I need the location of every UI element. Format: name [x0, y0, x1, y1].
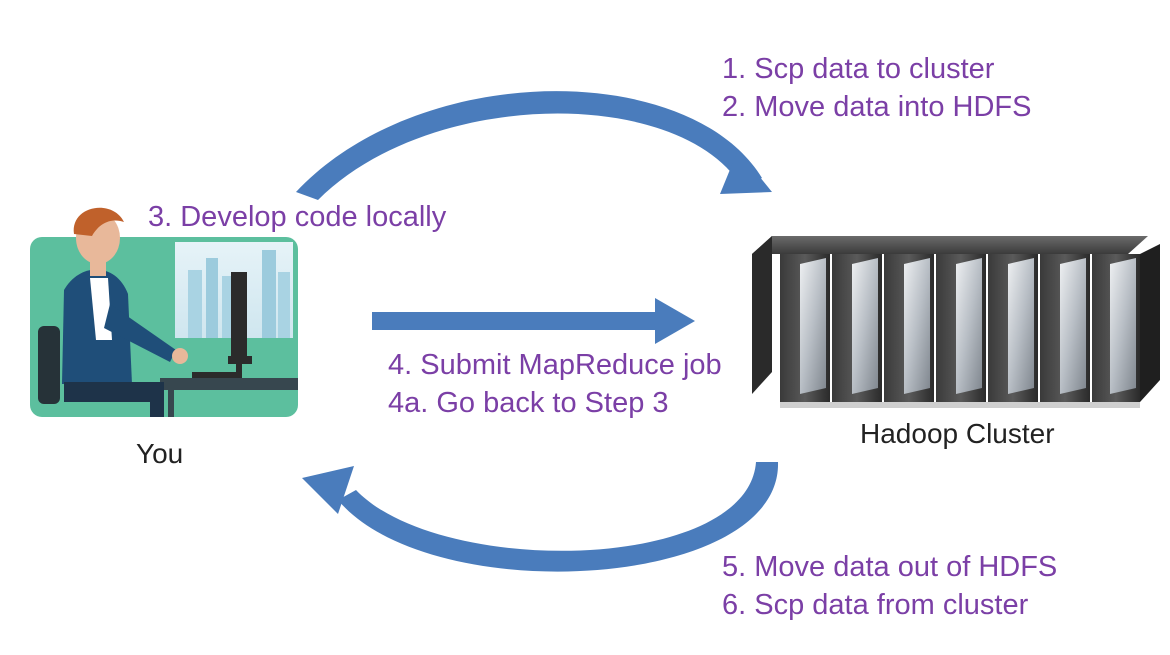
steps-copy-and-move: 1. Scp data to cluster 2. Move data into…: [722, 50, 1031, 126]
you-label: You: [136, 438, 184, 469]
cluster-label: Hadoop Cluster: [860, 418, 1055, 449]
arrow-cluster-to-you: [302, 462, 779, 572]
server-unit: [988, 254, 1038, 402]
server-unit: [936, 254, 986, 402]
server-unit: [780, 254, 830, 402]
server-unit: [884, 254, 934, 402]
developer-at-computer-icon: [30, 207, 298, 417]
arrow-you-to-cluster: [296, 91, 772, 200]
server-rack-icon: [752, 236, 1160, 408]
step-go-back: 4a. Go back to Step 3: [388, 387, 669, 419]
arrow-submit-job: [372, 298, 695, 344]
server-unit: [1040, 254, 1090, 402]
server-unit: [1092, 254, 1140, 402]
step-move-into-hdfs: 2. Move data into HDFS: [722, 91, 1032, 123]
steps-submit: 4. Submit MapReduce job 4a. Go back to S…: [388, 346, 722, 422]
step-submit-mapreduce: 4. Submit MapReduce job: [388, 349, 722, 381]
step-scp-from-cluster: 6. Scp data from cluster: [722, 589, 1029, 621]
step-move-out-of-hdfs: 5. Move data out of HDFS: [722, 551, 1058, 583]
server-unit: [832, 254, 882, 402]
step-develop-locally: 3. Develop code locally: [148, 201, 447, 233]
steps-retrieve: 5. Move data out of HDFS 6. Scp data fro…: [722, 548, 1057, 624]
step-scp-to-cluster: 1. Scp data to cluster: [722, 53, 995, 85]
